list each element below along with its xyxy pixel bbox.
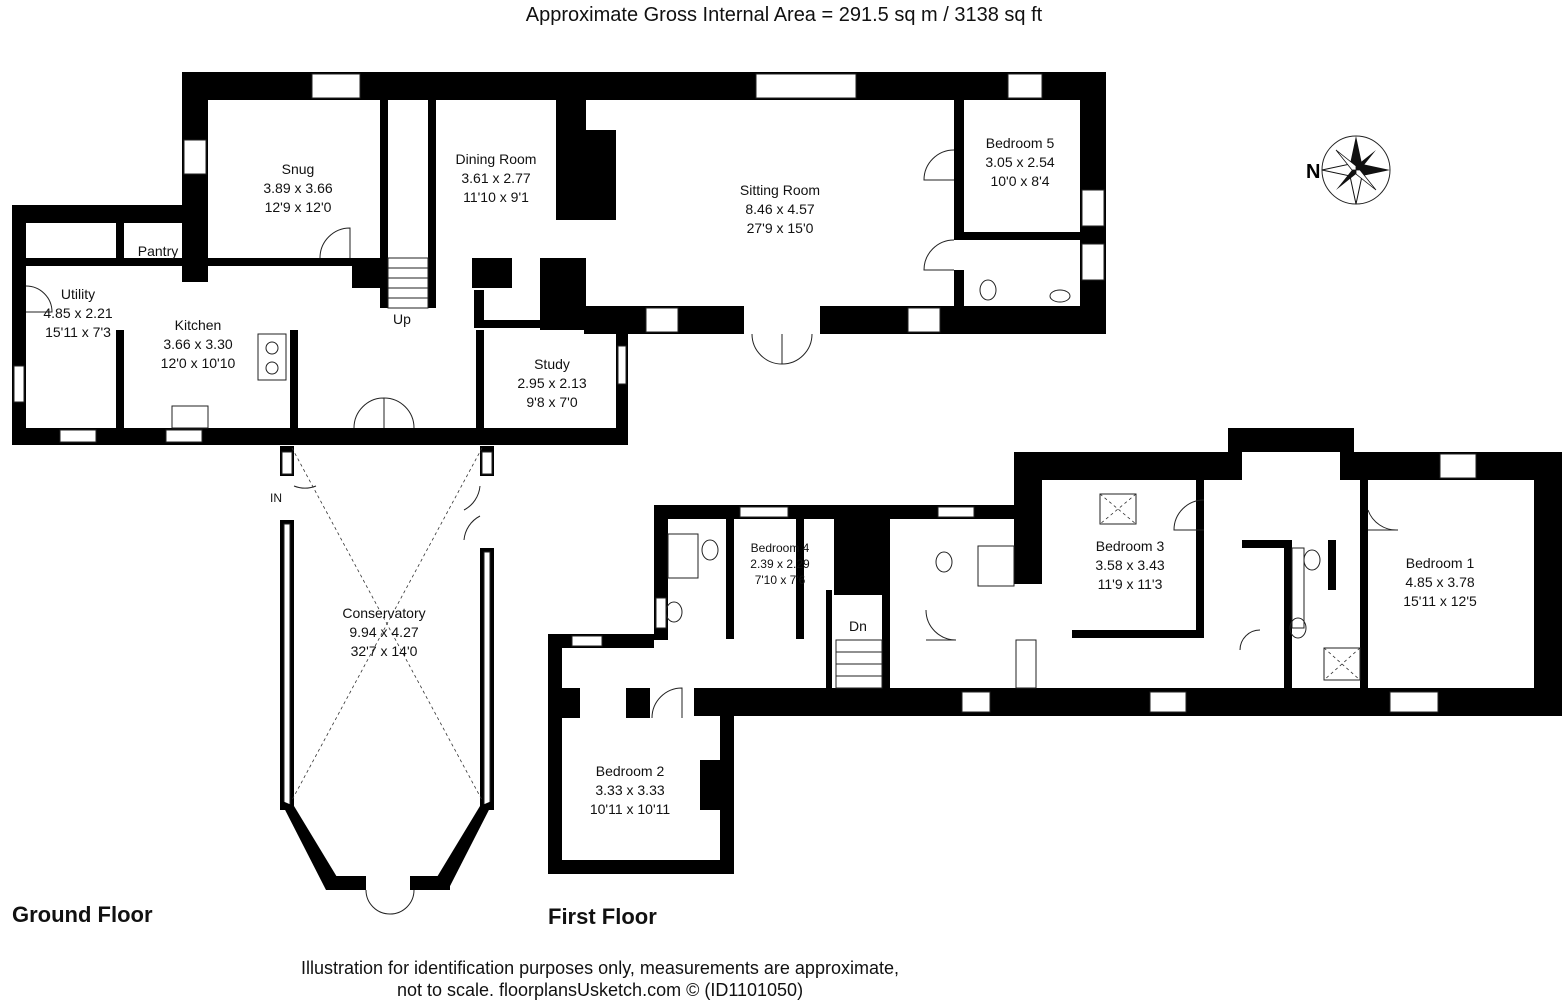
area-title: Approximate Gross Internal Area = 291.5 … <box>525 4 1043 26</box>
footer-line-2: not to scale. floorplansUsketch.com © (I… <box>396 980 804 1000</box>
room-imperial-kitchen: 12'0 x 10'10 <box>161 355 236 371</box>
room-imperial-bedroom1: 15'11 x 12'5 <box>1403 593 1477 609</box>
conservatory-outline <box>280 446 494 915</box>
room-metric-utility: 4.85 x 2.21 <box>43 305 112 321</box>
stairs-down-label: Dn <box>849 618 867 634</box>
ground-floor-fittings <box>25 149 1071 429</box>
room-name-study: Study <box>534 356 570 372</box>
first-floor-windows <box>571 453 1477 719</box>
room-name-dining: Dining Room <box>456 151 537 167</box>
room-name-bedroom5: Bedroom 5 <box>986 135 1055 151</box>
room-metric-bedroom4: 2.39 x 2.29 <box>750 557 810 571</box>
room-imperial-dining: 11'10 x 9'1 <box>463 189 529 205</box>
room-name-kitchen: Kitchen <box>175 317 222 333</box>
room-metric-bedroom2: 3.33 x 3.33 <box>595 782 664 798</box>
stairs-up-label: Up <box>393 311 411 327</box>
room-name-utility: Utility <box>61 286 95 302</box>
room-imperial-conservatory: 32'7 x 14'0 <box>351 643 418 659</box>
room-imperial-study: 9'8 x 7'0 <box>526 394 577 410</box>
room-metric-dining: 3.61 x 2.77 <box>461 170 530 186</box>
room-imperial-bedroom4: 7'10 x 7'6 <box>755 573 806 587</box>
room-imperial-bedroom5: 10'0 x 8'4 <box>990 173 1049 189</box>
room-metric-bedroom3: 3.58 x 3.43 <box>1095 557 1164 573</box>
room-metric-study: 2.95 x 2.13 <box>517 375 586 391</box>
footer-line-1: Illustration for identification purposes… <box>301 958 899 978</box>
room-metric-bedroom1: 4.85 x 3.78 <box>1405 574 1474 590</box>
room-name-bedroom2: Bedroom 2 <box>596 763 665 779</box>
compass-rose-icon <box>1321 135 1391 205</box>
entrance-label: IN <box>270 491 282 505</box>
room-name-bedroom3: Bedroom 3 <box>1096 538 1165 554</box>
room-metric-snug: 3.89 x 3.66 <box>263 180 332 196</box>
room-imperial-snug: 12'9 x 12'0 <box>265 199 332 215</box>
room-name-sitting: Sitting Room <box>740 182 820 198</box>
first-floor-walls <box>548 428 1562 874</box>
room-name-bedroom1: Bedroom 1 <box>1406 555 1475 571</box>
room-name-conservatory: Conservatory <box>342 605 425 621</box>
room-name-pantry: Pantry <box>138 243 178 259</box>
room-metric-bedroom5: 3.05 x 2.54 <box>985 154 1054 170</box>
ground-floor-windows <box>13 73 1105 443</box>
room-metric-kitchen: 3.66 x 3.30 <box>163 336 232 352</box>
room-imperial-bedroom3: 11'9 x 11'3 <box>1098 576 1163 592</box>
first-floor-label: First Floor <box>548 904 657 929</box>
room-name-snug: Snug <box>282 161 315 177</box>
room-imperial-bedroom2: 10'11 x 10'11 <box>590 801 671 817</box>
room-imperial-sitting: 27'9 x 15'0 <box>747 220 814 236</box>
room-metric-sitting: 8.46 x 4.57 <box>745 201 814 217</box>
ground-floor-label: Ground Floor <box>12 902 153 927</box>
compass-label: N <box>1306 161 1320 183</box>
room-name-bedroom4: Bedroom 4 <box>751 541 810 555</box>
room-metric-conservatory: 9.94 x 4.27 <box>349 624 418 640</box>
room-imperial-utility: 15'11 x 7'3 <box>45 324 111 340</box>
